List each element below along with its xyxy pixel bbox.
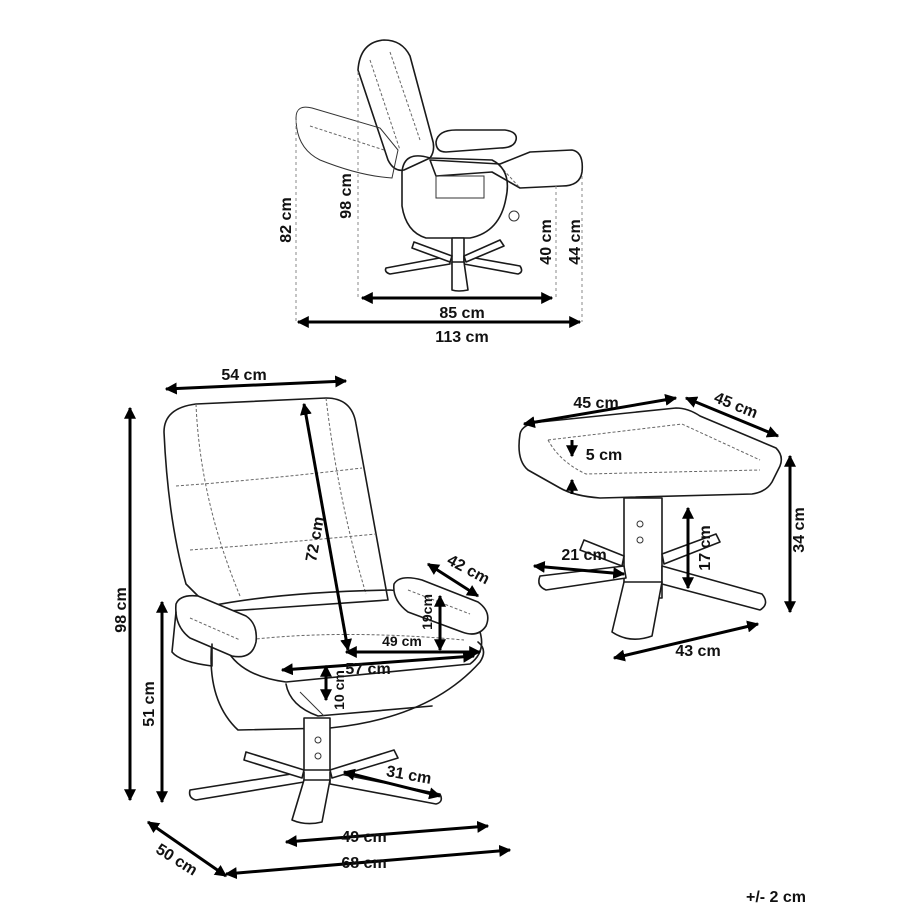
- label-chair-width-top: 54 cm: [221, 367, 266, 384]
- label-ottoman-leg-length: 21 cm: [561, 547, 606, 564]
- label-side-height-arm: 44 cm: [567, 219, 584, 264]
- label-chair-seat-width: 57 cm: [345, 661, 390, 678]
- side-view-chair-drawing: [295, 39, 584, 292]
- label-side-height-back: 82 cm: [278, 197, 295, 242]
- label-side-depth-reclined: 113 cm: [435, 329, 488, 346]
- label-chair-total-height: 98 cm: [113, 587, 130, 632]
- label-chair-backrest-height: 72 cm: [303, 515, 328, 563]
- tolerance-note: +/- 2 cm: [746, 889, 806, 906]
- label-chair-seat-depth: 49 cm: [382, 633, 422, 649]
- label-chair-armrest-length: 42 cm: [444, 552, 492, 588]
- label-ottoman-column-height: 17 cm: [697, 525, 714, 570]
- label-chair-base-width: 49 cm: [341, 829, 386, 846]
- label-side-depth-upright: 85 cm: [439, 305, 484, 322]
- label-ottoman-total-height: 34 cm: [791, 507, 808, 552]
- label-side-height-total: 98 cm: [338, 173, 355, 218]
- label-ottoman-cushion: 5 cm: [586, 447, 622, 464]
- label-ottoman-base-width: 43 cm: [675, 643, 720, 660]
- label-chair-depth: 50 cm: [153, 841, 200, 879]
- ottoman-drawing: [518, 407, 783, 640]
- label-chair-width: 68 cm: [341, 855, 386, 872]
- label-ottoman-width: 45 cm: [573, 395, 618, 412]
- label-chair-seat-thickness: 10 cm: [331, 670, 347, 710]
- label-chair-seat-height: 51 cm: [141, 681, 158, 726]
- label-chair-armrest-height: 19cm: [419, 594, 435, 630]
- label-side-height-seat: 40 cm: [538, 219, 555, 264]
